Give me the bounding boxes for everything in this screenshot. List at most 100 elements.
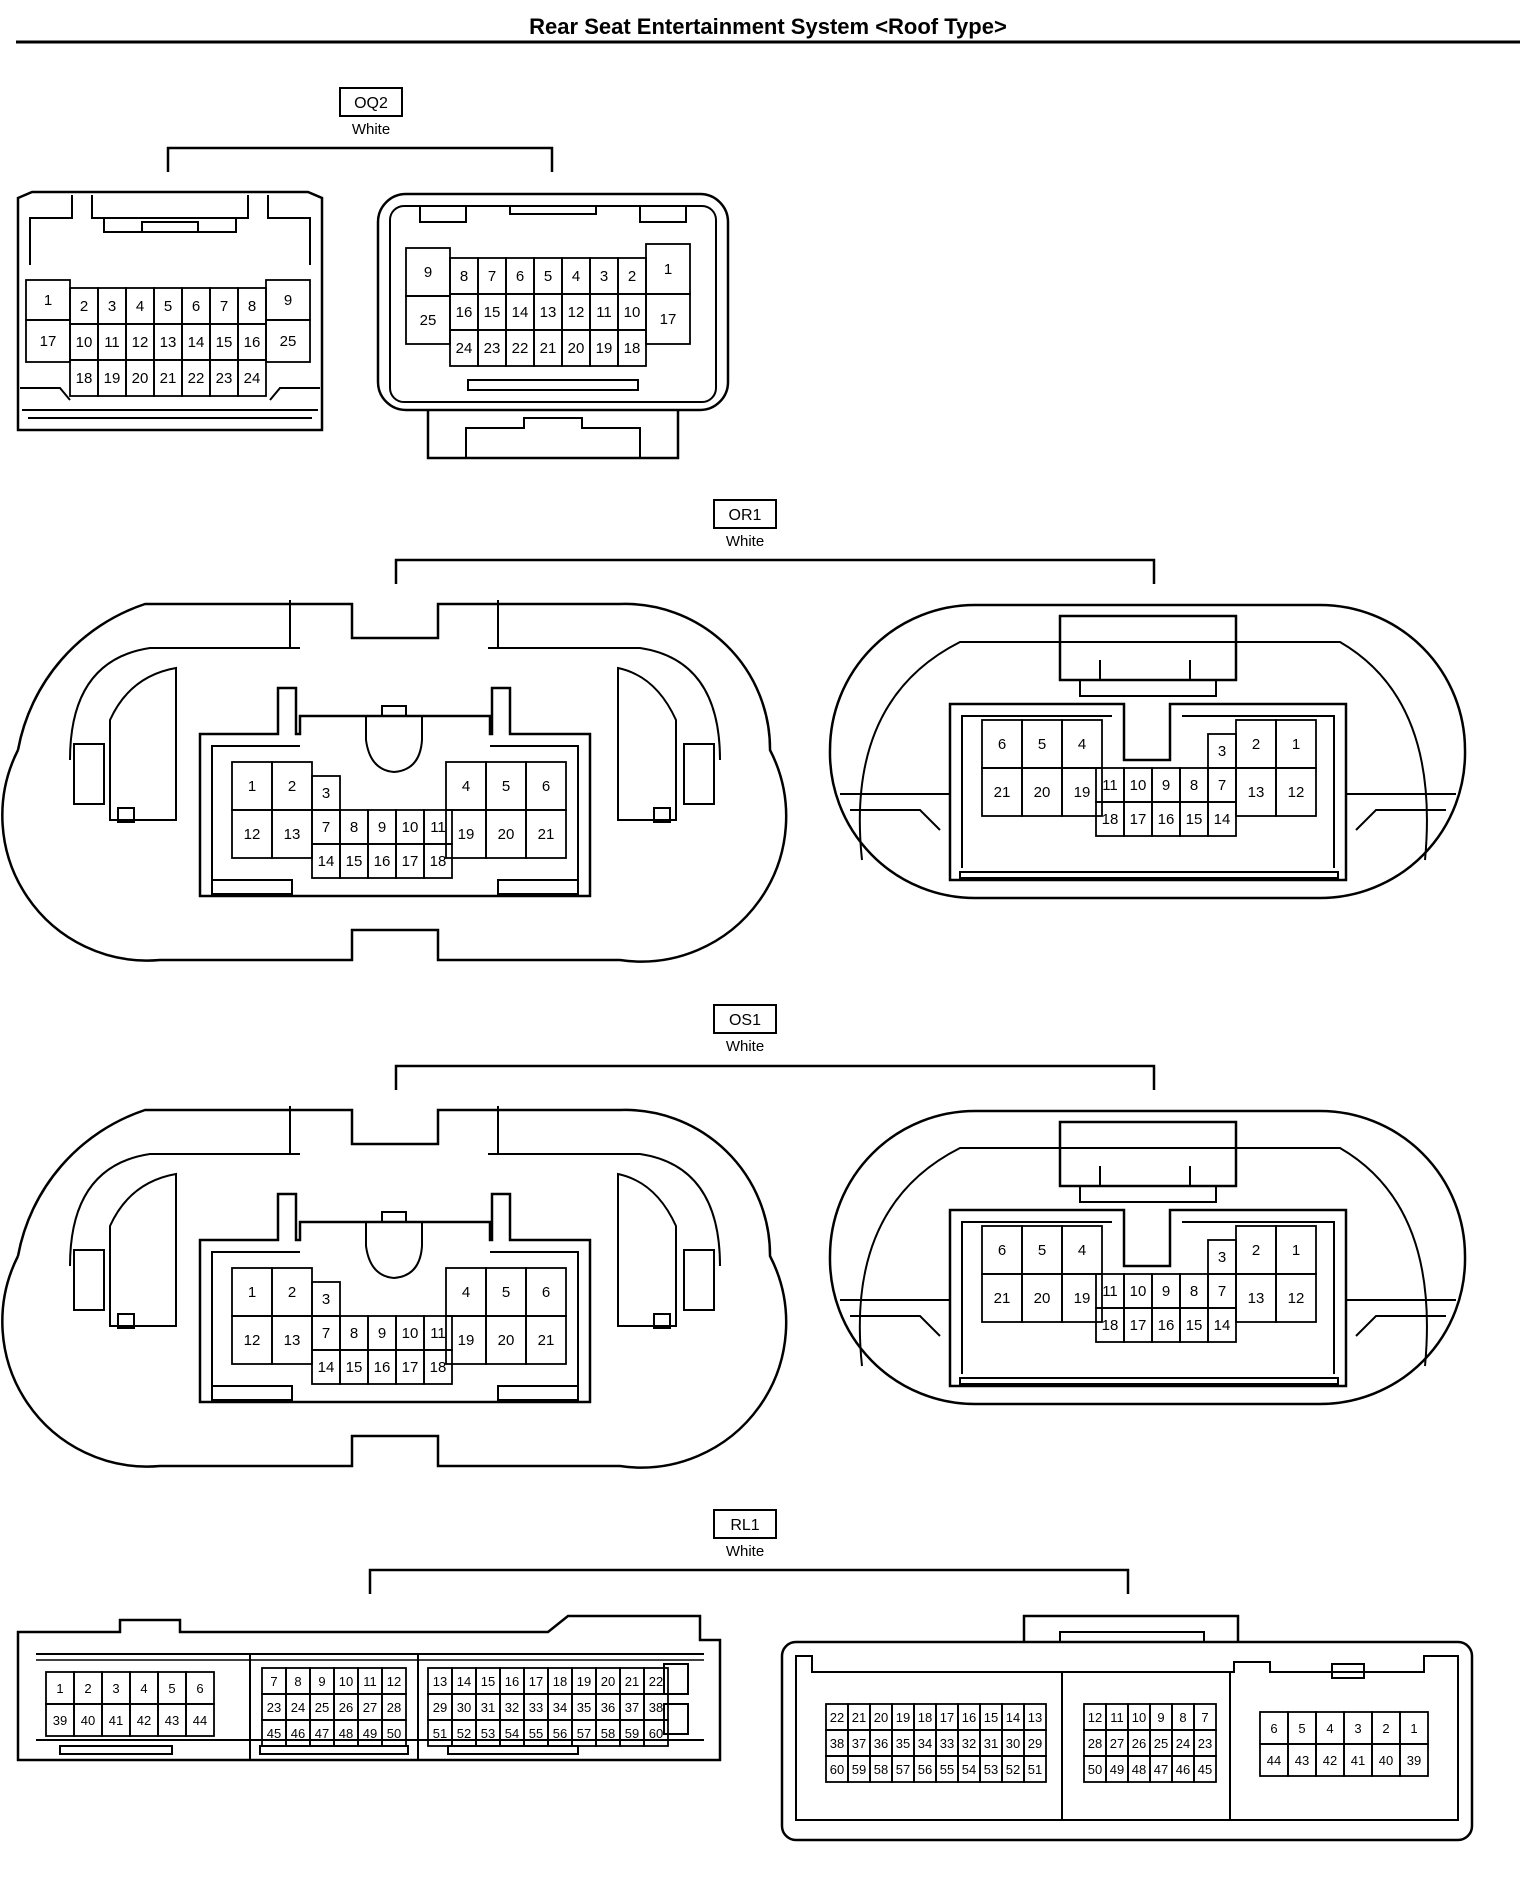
pin-30: 30 xyxy=(451,1693,477,1721)
pin-31: 31 xyxy=(979,1729,1003,1757)
or1-left-housing xyxy=(1,600,788,963)
pin-15: 15 xyxy=(209,323,239,361)
svg-text:7: 7 xyxy=(1201,1710,1208,1725)
svg-text:38: 38 xyxy=(830,1736,844,1751)
svg-text:4: 4 xyxy=(462,778,470,795)
pin-56: 56 xyxy=(547,1719,573,1747)
oq2-right-housing xyxy=(376,192,730,460)
pin-8: 8 xyxy=(449,257,479,295)
svg-text:37: 37 xyxy=(625,1700,639,1715)
pin-36: 36 xyxy=(869,1729,893,1757)
svg-text:46: 46 xyxy=(291,1726,305,1741)
pin-5: 5 xyxy=(1287,1711,1317,1745)
svg-text:3: 3 xyxy=(322,1291,330,1308)
pin-23: 23 xyxy=(261,1693,287,1721)
svg-text:20: 20 xyxy=(1034,784,1051,801)
svg-text:15: 15 xyxy=(216,334,233,351)
pin-12: 12 xyxy=(1275,1273,1317,1323)
pin-60: 60 xyxy=(643,1719,669,1747)
svg-text:9: 9 xyxy=(284,292,292,309)
pin-25: 25 xyxy=(405,295,451,345)
pin-1: 1 xyxy=(645,243,691,295)
svg-text:14: 14 xyxy=(1214,811,1231,828)
svg-text:13: 13 xyxy=(1028,1710,1042,1725)
pin-7: 7 xyxy=(311,809,341,845)
svg-text:8: 8 xyxy=(1179,1710,1186,1725)
svg-text:8: 8 xyxy=(350,1325,358,1342)
pin-17: 17 xyxy=(1123,801,1153,837)
pin-20: 20 xyxy=(869,1703,893,1731)
pin-3: 3 xyxy=(101,1671,131,1705)
pin-18: 18 xyxy=(1095,801,1125,837)
svg-text:7: 7 xyxy=(322,819,330,836)
pin-32: 32 xyxy=(499,1693,525,1721)
pin-23: 23 xyxy=(477,329,507,367)
svg-text:34: 34 xyxy=(918,1736,932,1751)
pin-29: 29 xyxy=(427,1693,453,1721)
svg-text:5: 5 xyxy=(164,298,172,315)
pin-40: 40 xyxy=(73,1703,103,1737)
pin-1: 1 xyxy=(231,1267,273,1317)
svg-text:42: 42 xyxy=(137,1713,151,1728)
pin-3: 3 xyxy=(1207,1239,1237,1275)
svg-text:21: 21 xyxy=(994,784,1011,801)
pin-8: 8 xyxy=(237,287,267,325)
pin-20: 20 xyxy=(595,1667,621,1695)
pin-51: 51 xyxy=(427,1719,453,1747)
pin-7: 7 xyxy=(1193,1703,1217,1731)
pin-19: 19 xyxy=(589,329,619,367)
svg-text:10: 10 xyxy=(339,1674,353,1689)
svg-text:1: 1 xyxy=(1410,1721,1417,1736)
svg-text:2: 2 xyxy=(1252,1242,1260,1259)
pin-17: 17 xyxy=(395,843,425,879)
svg-text:15: 15 xyxy=(481,1674,495,1689)
pin-18: 18 xyxy=(617,329,647,367)
pin-9: 9 xyxy=(1151,767,1181,803)
pin-22: 22 xyxy=(181,359,211,397)
svg-text:8: 8 xyxy=(294,1674,301,1689)
pin-19: 19 xyxy=(891,1703,915,1731)
connector-code: RL1 xyxy=(730,1517,759,1534)
svg-text:55: 55 xyxy=(940,1762,954,1777)
svg-text:17: 17 xyxy=(529,1674,543,1689)
pin-35: 35 xyxy=(891,1729,915,1757)
pin-8: 8 xyxy=(339,809,369,845)
svg-text:57: 57 xyxy=(896,1762,910,1777)
svg-text:16: 16 xyxy=(456,304,473,321)
svg-text:55: 55 xyxy=(529,1726,543,1741)
svg-text:7: 7 xyxy=(322,1325,330,1342)
pin-23: 23 xyxy=(209,359,239,397)
pin-38: 38 xyxy=(825,1729,849,1757)
svg-text:11: 11 xyxy=(1102,777,1118,794)
pin-17: 17 xyxy=(523,1667,549,1695)
pin-25: 25 xyxy=(1149,1729,1173,1757)
svg-text:5: 5 xyxy=(502,778,510,795)
pin-21: 21 xyxy=(525,1315,567,1365)
pin-50: 50 xyxy=(381,1719,407,1747)
pin-6: 6 xyxy=(981,719,1023,769)
svg-text:24: 24 xyxy=(244,370,261,387)
pin-39: 39 xyxy=(45,1703,75,1737)
svg-text:4: 4 xyxy=(572,268,580,285)
svg-text:44: 44 xyxy=(193,1713,207,1728)
svg-text:50: 50 xyxy=(1088,1762,1102,1777)
pin-12: 12 xyxy=(231,809,273,859)
pin-7: 7 xyxy=(1207,767,1237,803)
svg-text:12: 12 xyxy=(244,826,261,843)
svg-text:10: 10 xyxy=(402,819,419,836)
pin-14: 14 xyxy=(1207,1307,1237,1343)
pin-27: 27 xyxy=(1105,1729,1129,1757)
pin-49: 49 xyxy=(357,1719,383,1747)
svg-text:9: 9 xyxy=(378,1325,386,1342)
pin-18: 18 xyxy=(423,1349,453,1385)
svg-text:6: 6 xyxy=(516,268,524,285)
svg-text:41: 41 xyxy=(1351,1753,1365,1768)
svg-text:3: 3 xyxy=(1354,1721,1361,1736)
svg-text:17: 17 xyxy=(1130,1317,1147,1334)
svg-text:23: 23 xyxy=(1198,1736,1212,1751)
pin-45: 45 xyxy=(1193,1755,1217,1783)
connector-color: White xyxy=(726,1038,764,1055)
svg-text:11: 11 xyxy=(363,1674,377,1689)
svg-text:15: 15 xyxy=(346,1359,363,1376)
svg-text:19: 19 xyxy=(104,370,121,387)
